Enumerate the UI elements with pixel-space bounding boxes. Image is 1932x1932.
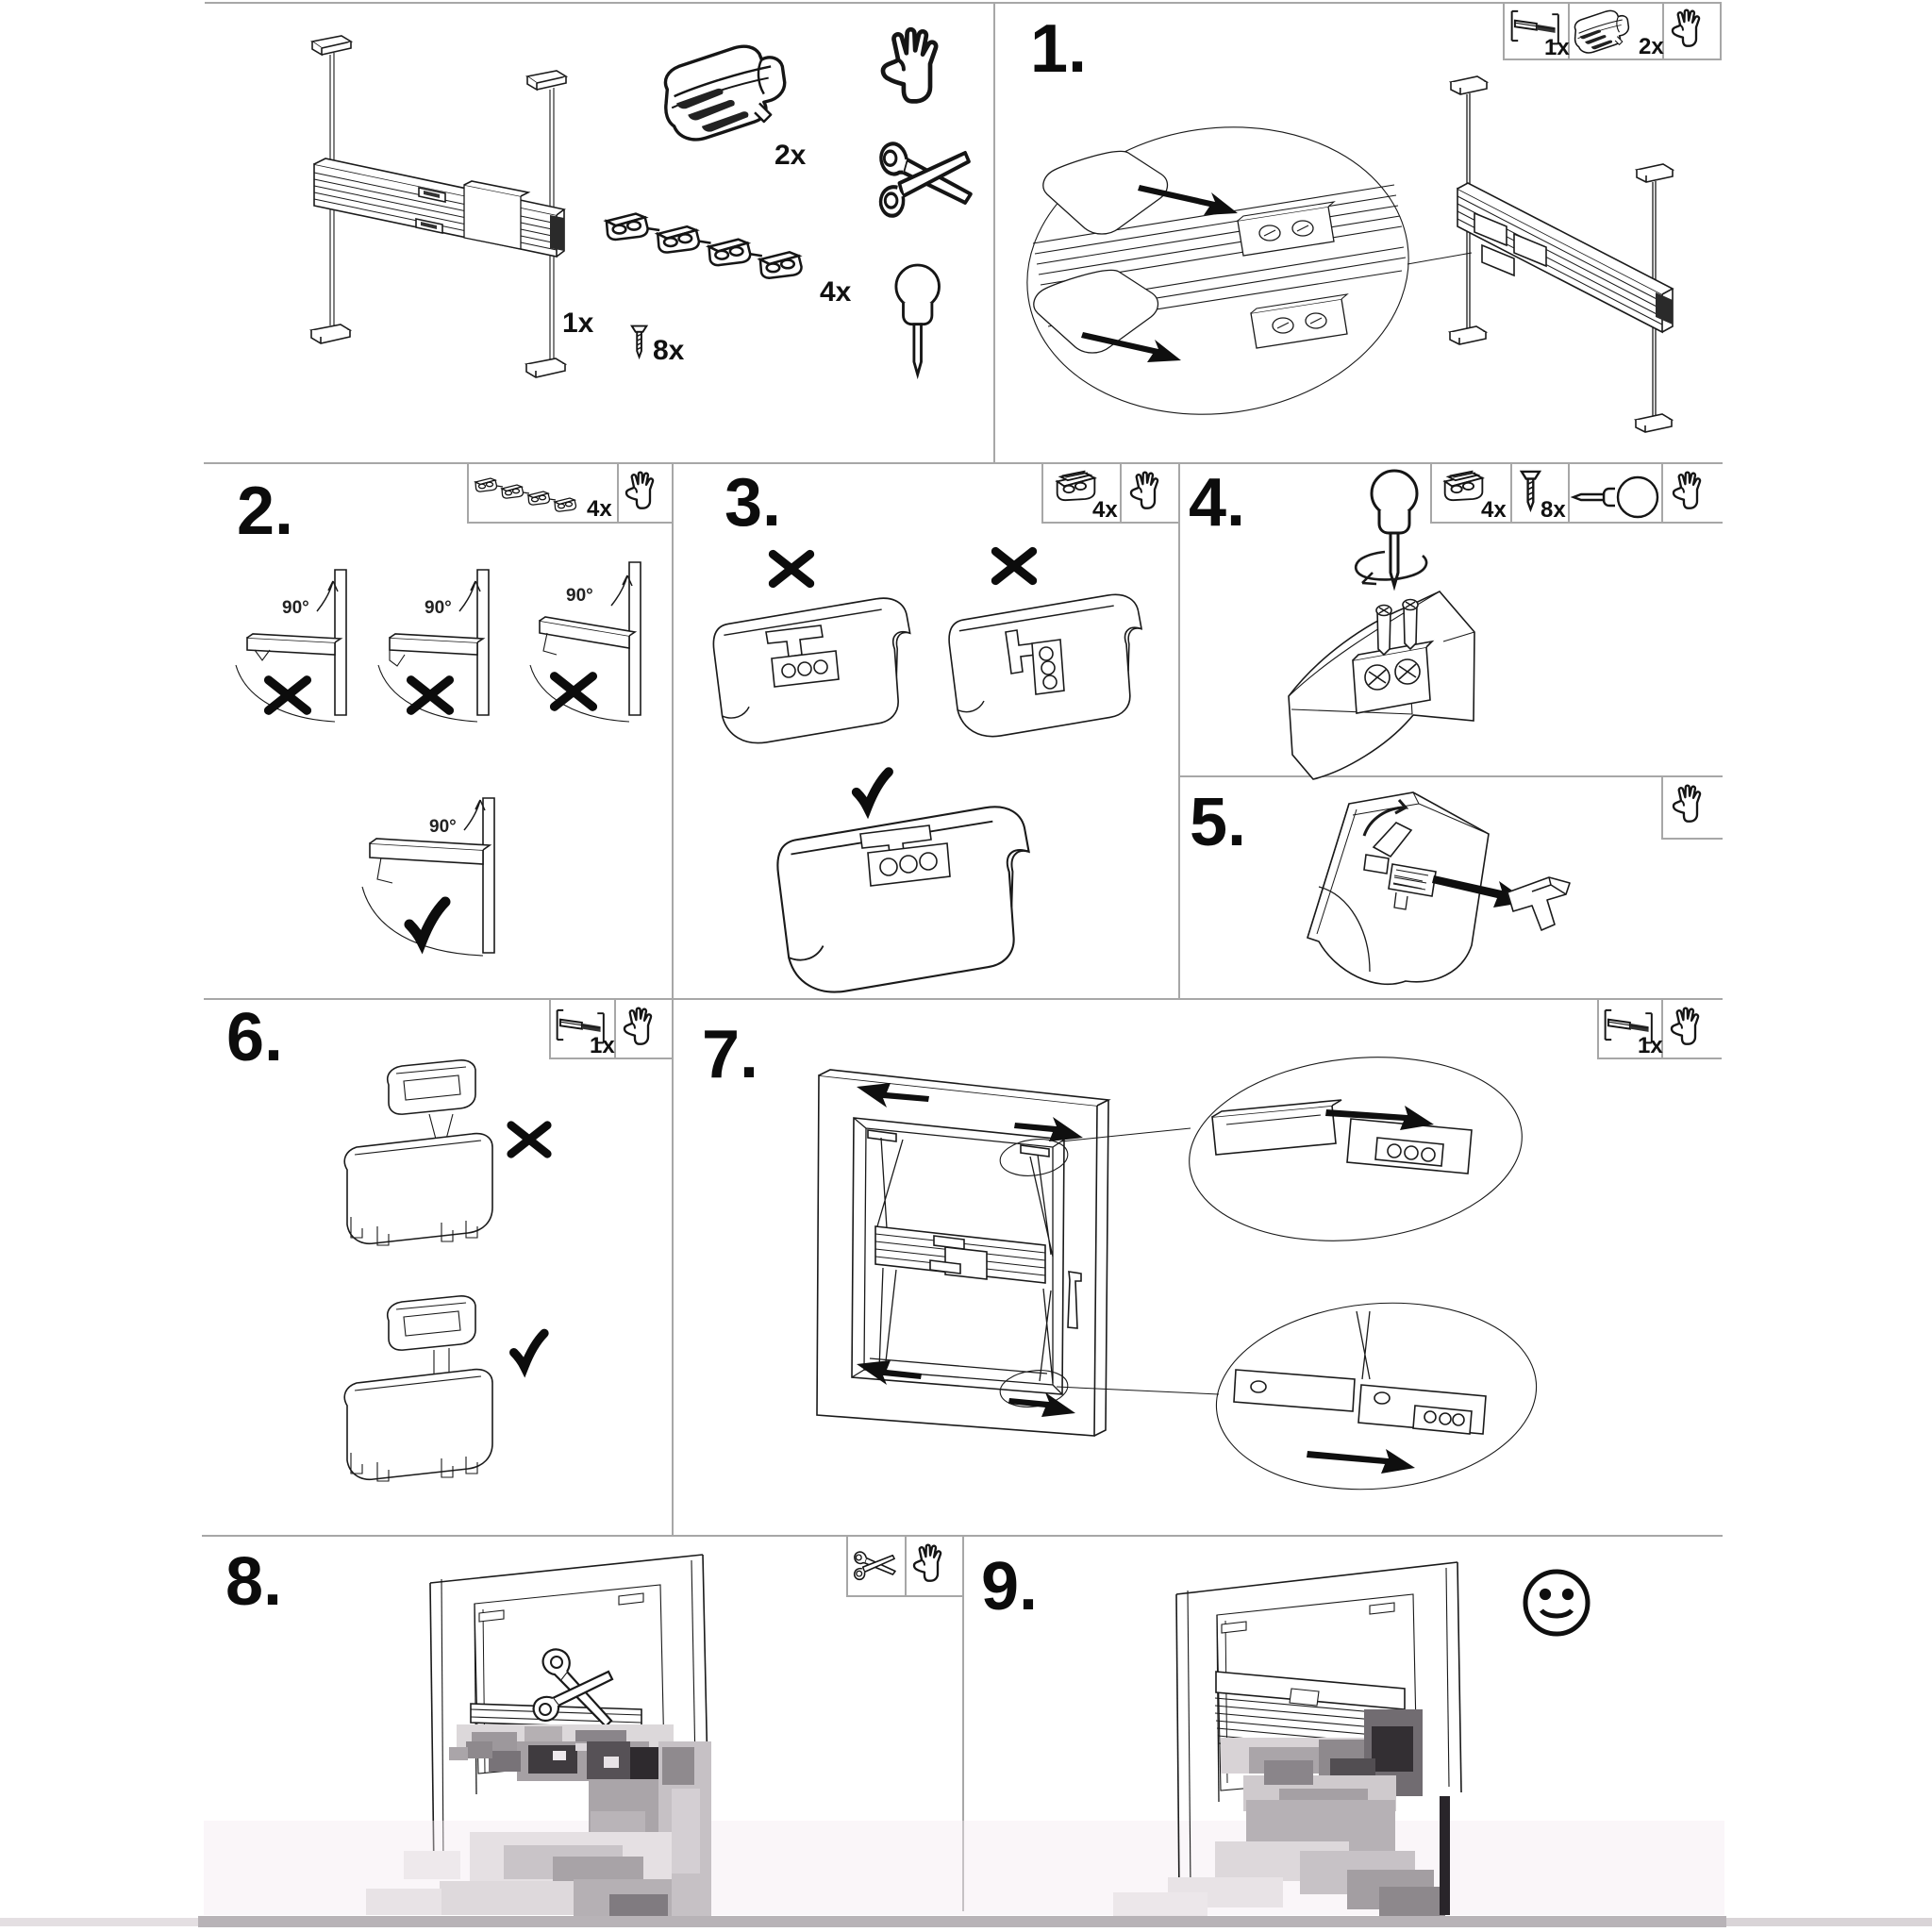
svg-text:4x: 4x: [1481, 497, 1507, 523]
svg-text:90°: 90°: [429, 817, 457, 837]
svg-text:5.: 5.: [1190, 785, 1246, 860]
svg-text:90°: 90°: [425, 598, 452, 618]
svg-text:90°: 90°: [282, 598, 309, 618]
svg-text:1x: 1x: [1638, 1033, 1663, 1058]
svg-text:8.: 8.: [225, 1544, 282, 1620]
svg-text:6.: 6.: [226, 1000, 283, 1075]
svg-text:9.: 9.: [981, 1549, 1038, 1624]
svg-text:4.: 4.: [1189, 465, 1245, 541]
svg-text:90°: 90°: [566, 586, 593, 606]
svg-text:2x: 2x: [774, 140, 807, 171]
svg-text:4x: 4x: [1092, 497, 1118, 523]
svg-text:2x: 2x: [1639, 34, 1664, 59]
svg-text:2.: 2.: [237, 474, 293, 549]
svg-text:1x: 1x: [1544, 35, 1570, 60]
svg-text:3.: 3.: [724, 465, 781, 541]
svg-text:1x: 1x: [562, 308, 594, 339]
svg-text:4x: 4x: [820, 276, 852, 308]
svg-text:1.: 1.: [1030, 11, 1087, 87]
svg-text:7.: 7.: [702, 1017, 758, 1092]
svg-text:4x: 4x: [587, 496, 612, 522]
svg-text:8x: 8x: [653, 335, 685, 366]
svg-text:1x: 1x: [590, 1033, 615, 1058]
svg-text:8x: 8x: [1541, 497, 1566, 523]
